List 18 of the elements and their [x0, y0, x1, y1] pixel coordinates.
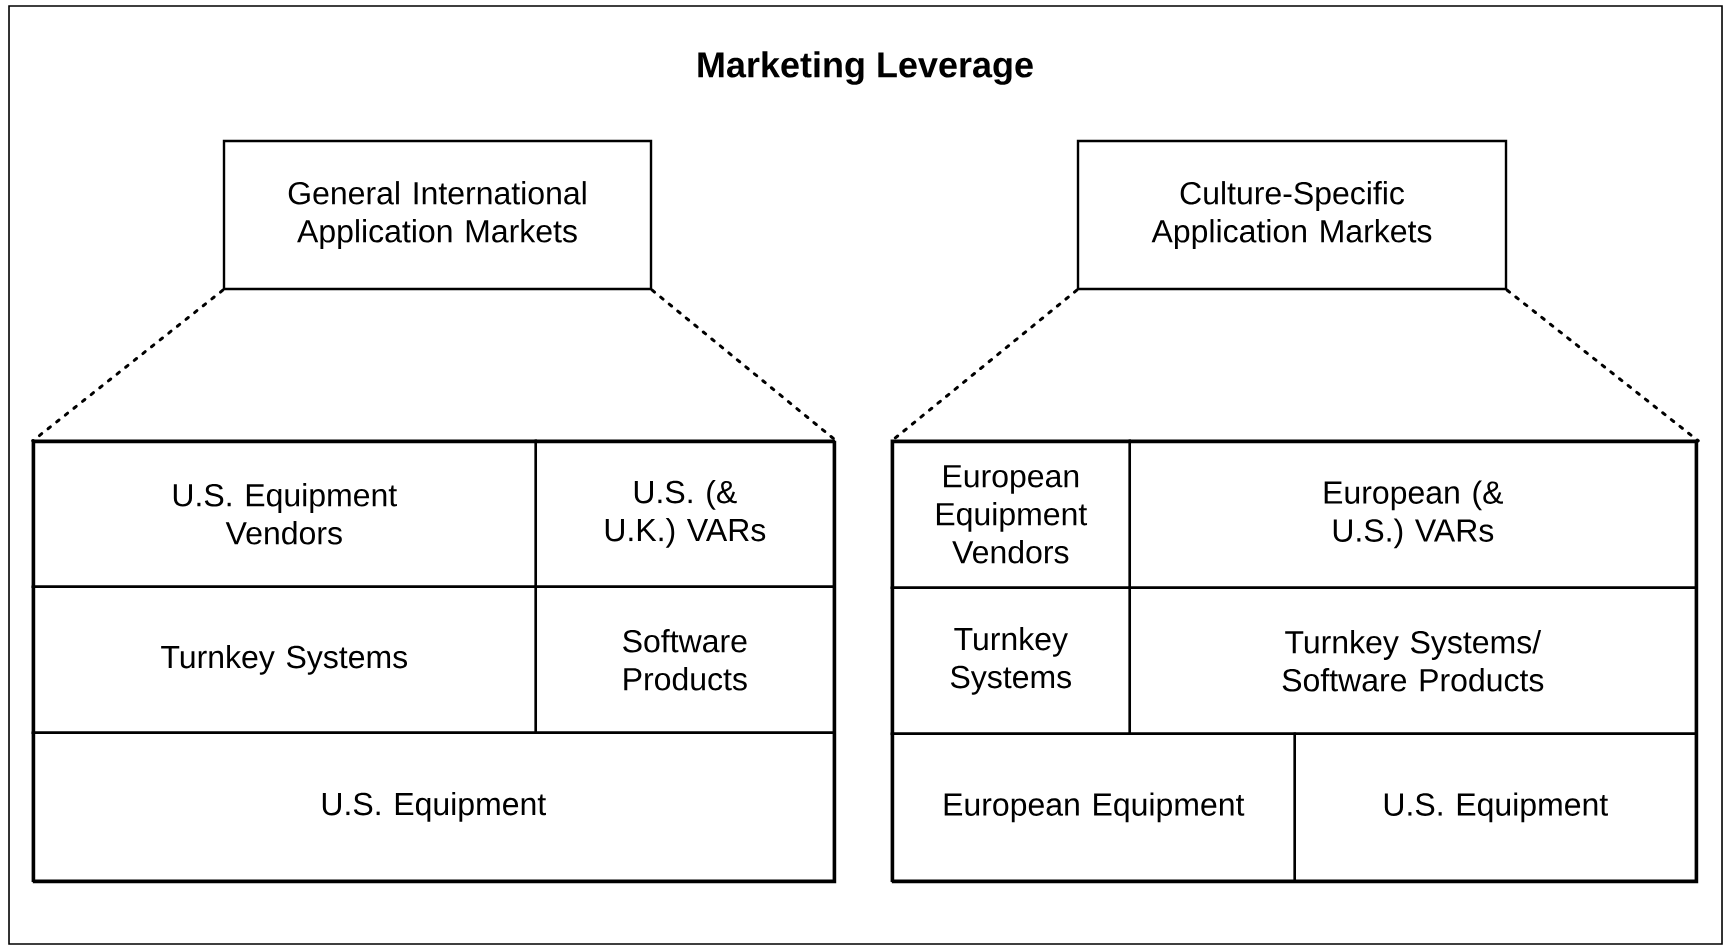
segment-cell: European Equipment	[890, 732, 1296, 882]
segment-cell: Turnkey Systems	[890, 586, 1131, 735]
title: Marketing Leverage	[698, 51, 1033, 85]
dotted-line	[31, 288, 225, 443]
segment-cell: U.S. Equipment Vendors	[31, 439, 537, 588]
market-box: Culture-Specific Application Markets	[1076, 139, 1508, 291]
segment-cell: U.S. Equipment	[1293, 732, 1697, 882]
segment-cell: European Equipment Vendors	[890, 439, 1131, 589]
segment-cell: U.S. (& U.K.) VARs	[534, 439, 835, 588]
segment-cell: Turnkey Systems	[31, 585, 537, 734]
dotted-line	[650, 288, 838, 443]
segment-cell: Software Products	[534, 585, 835, 734]
segment-cell: Turnkey Systems/ Software Products	[1128, 586, 1697, 735]
segment-cell: U.S. Equipment	[31, 731, 835, 882]
segment-stack	[32, 440, 837, 884]
market-box: General International Application Markets	[222, 139, 653, 291]
segment-cell: European (& U.S.) VARs	[1128, 439, 1697, 589]
segment-stack	[891, 440, 1699, 884]
